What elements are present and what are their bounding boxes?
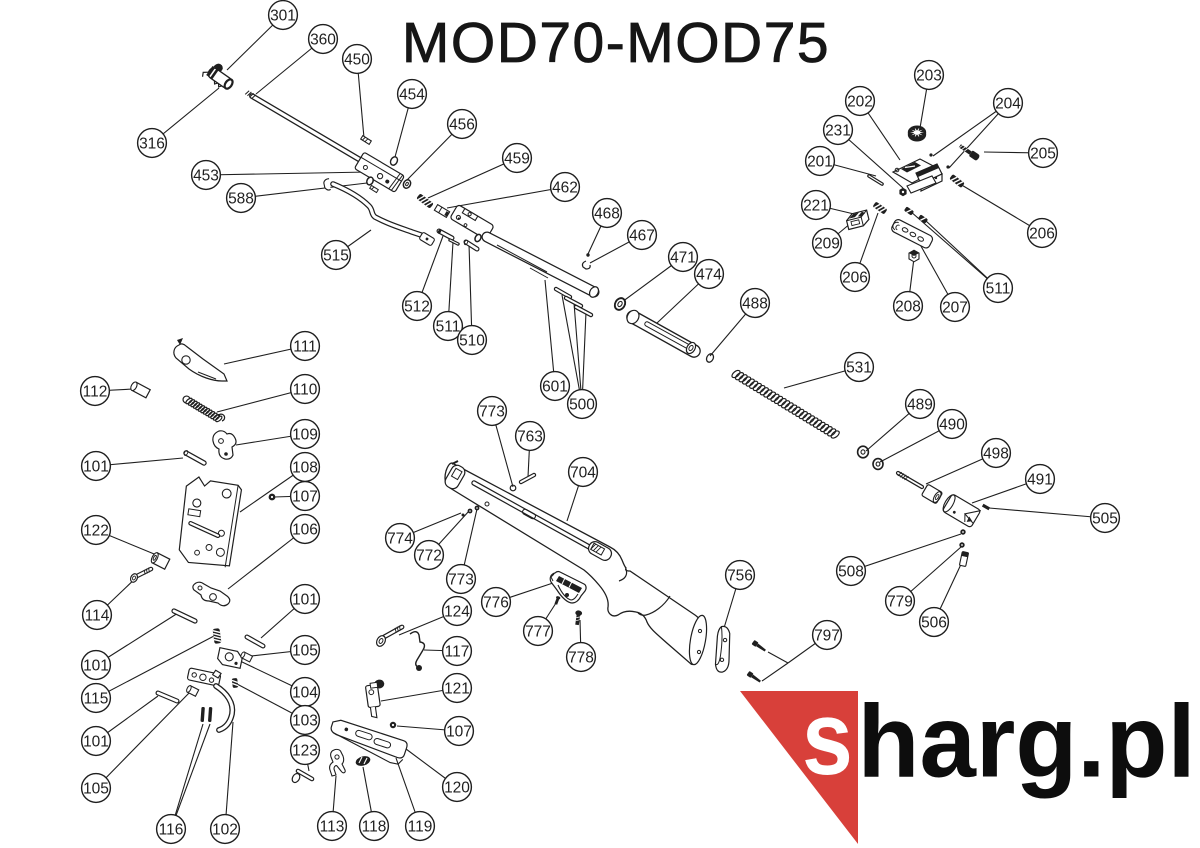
svg-text:772: 772 <box>416 547 442 564</box>
svg-text:101: 101 <box>83 458 109 475</box>
svg-text:704: 704 <box>570 464 596 481</box>
svg-text:474: 474 <box>696 266 722 283</box>
svg-text:779: 779 <box>887 593 913 610</box>
svg-text:115: 115 <box>84 690 109 707</box>
svg-text:101: 101 <box>83 733 109 750</box>
svg-text:123: 123 <box>292 742 318 759</box>
svg-text:102: 102 <box>212 821 238 838</box>
svg-text:119: 119 <box>408 818 433 835</box>
svg-text:763: 763 <box>517 428 543 445</box>
svg-text:114: 114 <box>85 607 110 624</box>
svg-text:112: 112 <box>83 383 108 400</box>
svg-text:773: 773 <box>479 403 505 420</box>
svg-text:490: 490 <box>939 416 965 433</box>
svg-text:204: 204 <box>995 95 1021 112</box>
svg-text:774: 774 <box>387 530 413 547</box>
svg-text:511: 511 <box>986 280 1011 297</box>
svg-text:107: 107 <box>446 723 472 740</box>
svg-text:454: 454 <box>399 86 425 103</box>
svg-text:531: 531 <box>846 359 872 376</box>
svg-text:489: 489 <box>907 396 933 413</box>
svg-text:459: 459 <box>504 150 530 167</box>
svg-text:231: 231 <box>825 122 851 139</box>
svg-text:101: 101 <box>83 657 109 674</box>
svg-text:104: 104 <box>292 684 318 701</box>
svg-text:201: 201 <box>807 153 833 170</box>
svg-text:508: 508 <box>838 563 864 580</box>
svg-text:510: 510 <box>459 332 485 349</box>
svg-text:120: 120 <box>444 779 470 796</box>
svg-text:505: 505 <box>1092 510 1118 527</box>
svg-text:108: 108 <box>292 459 318 476</box>
svg-text:101: 101 <box>292 591 318 608</box>
svg-text:202: 202 <box>847 93 873 110</box>
svg-text:209: 209 <box>814 235 840 252</box>
svg-text:301: 301 <box>270 7 296 24</box>
svg-text:316: 316 <box>139 135 165 152</box>
svg-text:467: 467 <box>629 227 655 244</box>
svg-text:106: 106 <box>292 521 318 538</box>
svg-text:221: 221 <box>803 197 829 214</box>
svg-text:111: 111 <box>293 338 317 355</box>
svg-text:205: 205 <box>1030 145 1056 162</box>
svg-text:491: 491 <box>1027 471 1053 488</box>
svg-text:506: 506 <box>921 614 947 631</box>
svg-text:harg.pl: harg.pl <box>858 683 1196 799</box>
svg-text:773: 773 <box>448 571 474 588</box>
svg-text:756: 756 <box>727 567 753 584</box>
svg-text:121: 121 <box>444 680 470 697</box>
svg-text:511: 511 <box>436 318 461 335</box>
svg-text:MOD70-MOD75: MOD70-MOD75 <box>402 11 830 75</box>
svg-text:778: 778 <box>568 649 594 666</box>
svg-text:456: 456 <box>449 116 475 133</box>
svg-text:105: 105 <box>292 642 318 659</box>
svg-text:s: s <box>802 679 853 796</box>
svg-text:588: 588 <box>228 190 254 207</box>
svg-text:117: 117 <box>445 643 470 660</box>
svg-text:124: 124 <box>444 603 470 620</box>
svg-text:776: 776 <box>483 594 509 611</box>
svg-text:468: 468 <box>594 205 620 222</box>
svg-text:107: 107 <box>292 488 318 505</box>
svg-text:500: 500 <box>569 396 595 413</box>
svg-text:103: 103 <box>292 712 318 729</box>
svg-text:488: 488 <box>742 295 768 312</box>
svg-text:122: 122 <box>83 522 109 539</box>
svg-text:498: 498 <box>983 445 1009 462</box>
svg-text:206: 206 <box>1029 225 1055 242</box>
svg-text:453: 453 <box>193 167 219 184</box>
svg-text:206: 206 <box>842 269 868 286</box>
svg-text:360: 360 <box>310 31 336 48</box>
svg-text:109: 109 <box>292 426 318 443</box>
svg-text:113: 113 <box>320 818 345 835</box>
svg-text:471: 471 <box>670 249 696 266</box>
svg-text:203: 203 <box>916 67 942 84</box>
svg-text:116: 116 <box>159 821 184 838</box>
svg-text:512: 512 <box>404 298 430 315</box>
svg-text:515: 515 <box>323 247 349 264</box>
svg-text:208: 208 <box>895 298 921 315</box>
svg-text:105: 105 <box>83 780 109 797</box>
svg-text:777: 777 <box>525 623 551 640</box>
svg-text:797: 797 <box>814 627 840 644</box>
svg-text:110: 110 <box>293 381 318 398</box>
svg-text:118: 118 <box>362 818 387 835</box>
svg-text:462: 462 <box>552 179 578 196</box>
svg-text:450: 450 <box>344 51 370 68</box>
svg-text:601: 601 <box>542 378 568 395</box>
svg-text:207: 207 <box>942 299 968 316</box>
